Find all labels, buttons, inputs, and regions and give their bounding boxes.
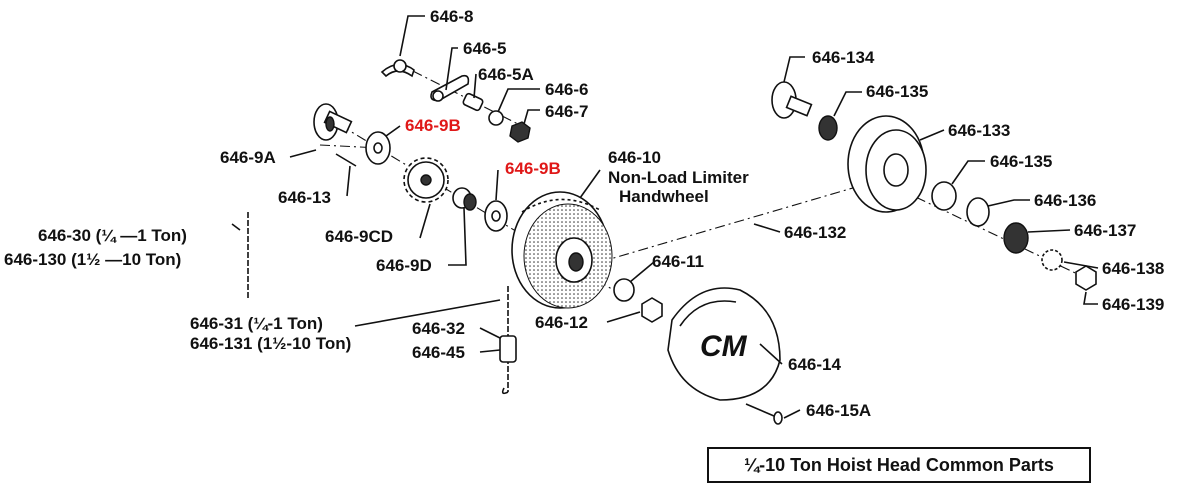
- label-646-135-lower: 646-135: [990, 152, 1052, 171]
- label-646-10: 646-10: [608, 148, 661, 167]
- label-646-131: 646-131 (1½-10 Ton): [190, 334, 351, 353]
- part-646-31-chain-shape: [499, 286, 517, 395]
- part-646-9b-upper-shape: [365, 131, 391, 165]
- label-646-7: 646-7: [545, 102, 588, 121]
- label-646-10-desc-1: Non-Load Limiter: [608, 168, 749, 187]
- label-646-32: 646-32: [412, 319, 465, 338]
- part-labels: 646-8 646-5 646-5A 646-6 646-7 646-9B 64…: [4, 7, 1164, 420]
- diagram-title: ¼-10 Ton Hoist Head Common Parts: [707, 447, 1091, 483]
- part-646-11-shape: [613, 278, 635, 302]
- label-646-9cd: 646-9CD: [325, 227, 393, 246]
- label-646-9d: 646-9D: [376, 256, 432, 275]
- label-646-9b-upper: 646-9B: [405, 116, 461, 135]
- label-646-14: 646-14: [788, 355, 841, 374]
- label-646-139: 646-139: [1102, 295, 1164, 314]
- part-646-9a-shape: [313, 103, 353, 141]
- label-646-13: 646-13: [278, 188, 331, 207]
- part-646-6-shape: [488, 110, 504, 126]
- label-646-45: 646-45: [412, 343, 465, 362]
- cm-logo: CM: [700, 330, 748, 363]
- part-646-7-shape: [509, 121, 531, 143]
- part-646-5-shape: [430, 74, 470, 102]
- part-646-9cd-shape: [403, 157, 449, 203]
- label-646-10-desc-2: Handwheel: [619, 187, 709, 206]
- label-646-138: 646-138: [1102, 259, 1164, 278]
- part-646-136-shape: [966, 197, 990, 227]
- label-646-8: 646-8: [430, 7, 473, 26]
- part-646-15a-shape: [745, 403, 783, 425]
- label-646-30: 646-30 (¼ —1 Ton): [38, 226, 187, 245]
- label-646-135-upper: 646-135: [866, 82, 928, 101]
- part-646-8-shape: [380, 59, 415, 78]
- part-646-13-shape: [335, 153, 357, 167]
- label-646-12: 646-12: [535, 313, 588, 332]
- part-646-5a-shape: [462, 92, 484, 112]
- label-646-137: 646-137: [1074, 221, 1136, 240]
- part-646-10-handwheel-shape: [511, 191, 613, 309]
- label-646-132: 646-132: [784, 223, 846, 242]
- part-646-14-cover-shape: CM: [667, 287, 781, 401]
- part-646-135-lower-shape: [931, 181, 957, 211]
- label-646-11: 646-11: [652, 252, 704, 271]
- part-646-137-shape: [1003, 222, 1029, 254]
- part-646-139-shape: [1075, 265, 1097, 291]
- leader-lines: [231, 15, 1099, 419]
- label-646-9a: 646-9A: [220, 148, 276, 167]
- label-646-133: 646-133: [948, 121, 1010, 140]
- label-646-6: 646-6: [545, 80, 588, 99]
- part-646-12-shape: [641, 297, 663, 323]
- label-646-134: 646-134: [812, 48, 875, 67]
- part-646-9d-shape: [452, 187, 477, 211]
- label-646-136: 646-136: [1034, 191, 1096, 210]
- label-646-9b-lower: 646-9B: [505, 159, 561, 178]
- label-646-5a: 646-5A: [478, 65, 534, 84]
- label-646-130: 646-130 (1½ —10 Ton): [4, 250, 181, 269]
- part-646-134-shape: [771, 81, 813, 119]
- part-646-9b-lower-shape: [484, 200, 508, 232]
- label-646-31: 646-31 (¼-1 Ton): [190, 314, 323, 333]
- part-646-133-shape: [847, 115, 927, 213]
- label-646-5: 646-5: [463, 39, 506, 58]
- part-646-138-shape: [1041, 249, 1063, 271]
- label-646-15a: 646-15A: [806, 401, 871, 420]
- part-646-135-upper-shape: [818, 115, 838, 141]
